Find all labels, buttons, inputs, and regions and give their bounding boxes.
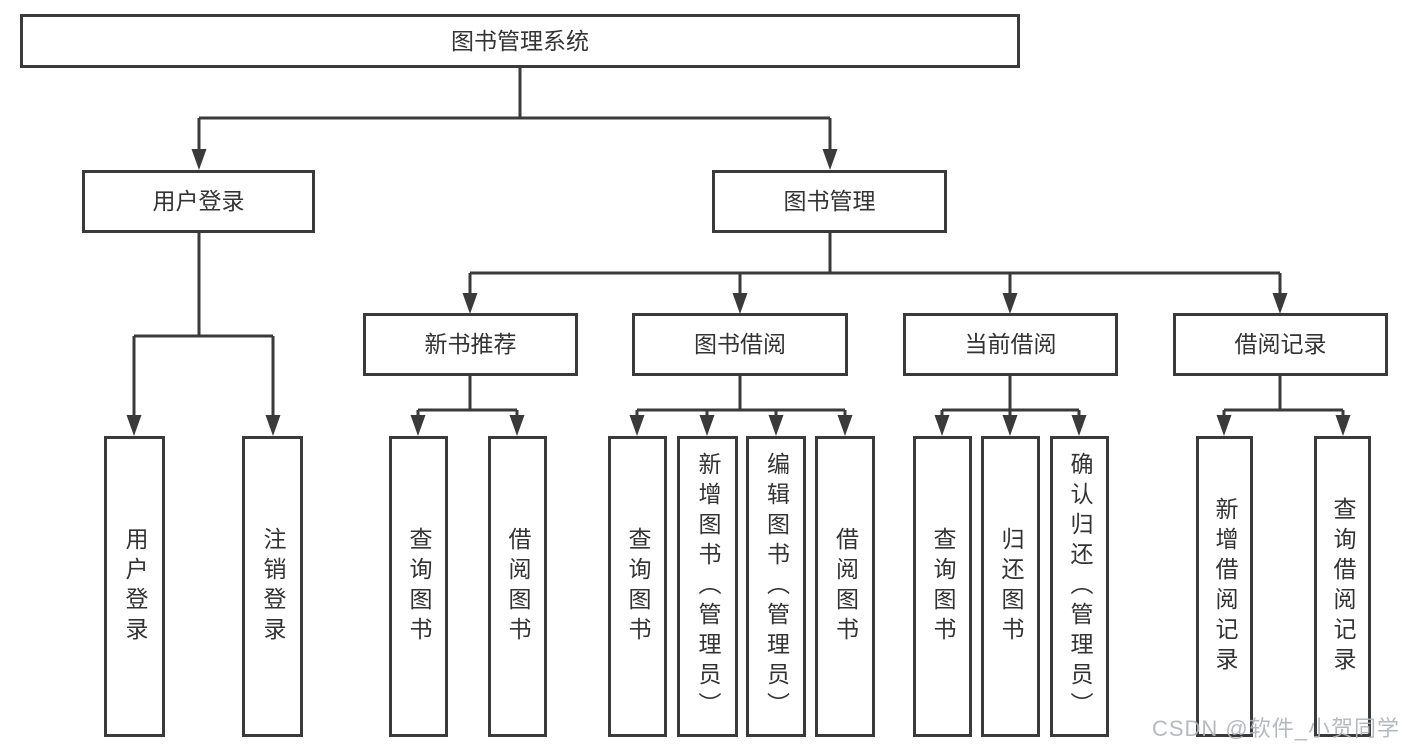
node-label: 当前借阅	[964, 331, 1057, 358]
arrowhead	[837, 415, 853, 436]
connector-book-borrow-fork	[635, 376, 847, 416]
node-user-login: 用户登录	[82, 170, 315, 233]
leaf-logout: 注销登录	[242, 436, 303, 737]
leaf-add-books-admin: 新增图书（管理员）	[677, 436, 738, 737]
node-label: 用户登录	[152, 188, 245, 215]
arrowhead	[410, 415, 426, 436]
arrowhead	[1071, 415, 1087, 436]
leaf-return-books: 归还图书	[981, 436, 1040, 737]
arrowhead	[629, 415, 645, 436]
node-label: 查询图书	[930, 526, 956, 647]
node-label: 查询借阅记录	[1330, 496, 1356, 677]
leaf-query-borrow-record: 查询借阅记录	[1314, 436, 1371, 737]
connector-new-book-fork	[416, 376, 519, 416]
node-label: 图书借阅	[694, 331, 786, 358]
leaf-query-books-recommend: 查询图书	[389, 436, 448, 737]
leaf-borrow-books-recommend: 借阅图书	[488, 436, 547, 737]
node-label: 查询图书	[625, 526, 651, 647]
arrowhead	[822, 149, 838, 170]
node-book-management: 图书管理	[712, 170, 947, 233]
node-label: 借阅记录	[1234, 331, 1327, 358]
node-label: 图书管理	[783, 188, 876, 215]
arrowhead	[1272, 293, 1288, 314]
arrowhead	[768, 415, 784, 436]
node-label: 注销登录	[260, 526, 286, 647]
connector-borrow-records-fork	[1222, 376, 1345, 416]
node-label: 新增借阅记录	[1212, 496, 1238, 677]
node-current-borrowing: 当前借阅	[903, 313, 1118, 376]
arrowhead	[1002, 293, 1018, 314]
node-label: 确认归还（管理员）	[1067, 451, 1093, 722]
node-new-book-recommendation: 新书推荐	[363, 313, 578, 376]
node-root: 图书管理系统	[20, 14, 1020, 68]
leaf-edit-books-admin: 编辑图书（管理员）	[746, 436, 806, 737]
leaf-add-borrow-record: 新增借阅记录	[1196, 436, 1253, 737]
leaf-borrow-books: 借阅图书	[815, 436, 875, 737]
node-label: 用户登录	[122, 526, 148, 647]
arrowhead	[732, 293, 748, 314]
arrowhead	[462, 293, 478, 314]
watermark: CSDN @软件_小贺同学	[1151, 716, 1400, 741]
node-label: 新书推荐	[424, 331, 517, 358]
arrowhead	[934, 415, 950, 436]
arrowhead	[126, 415, 142, 436]
arrowhead	[699, 415, 715, 436]
connector-current-borrow-fork	[940, 376, 1081, 416]
arrowhead	[1335, 415, 1351, 436]
leaf-confirm-return-admin: 确认归还（管理员）	[1050, 436, 1109, 737]
arrowhead	[1216, 415, 1232, 436]
node-label: 归还图书	[998, 526, 1024, 647]
node-label: 新增图书（管理员）	[695, 451, 721, 722]
node-label: 查询图书	[406, 526, 432, 647]
connector-book-mgmt-fork	[468, 232, 1282, 295]
arrowhead	[265, 415, 281, 436]
arrowhead	[509, 415, 525, 436]
node-label: 编辑图书（管理员）	[763, 451, 790, 722]
connector-user-login-fork	[132, 233, 275, 416]
leaf-query-books-borrowing: 查询图书	[608, 436, 667, 737]
node-label: 借阅图书	[832, 526, 859, 647]
arrowhead	[191, 149, 207, 170]
leaf-user-login: 用户登录	[104, 436, 165, 737]
node-borrowing-records: 借阅记录	[1173, 313, 1388, 376]
connector-root-fork	[197, 68, 832, 151]
node-root-label: 图书管理系统	[451, 27, 589, 54]
node-label: 借阅图书	[505, 526, 531, 647]
leaf-query-books-current: 查询图书	[913, 436, 972, 737]
arrowhead	[1002, 415, 1018, 436]
node-book-borrowing: 图书借阅	[632, 313, 848, 376]
